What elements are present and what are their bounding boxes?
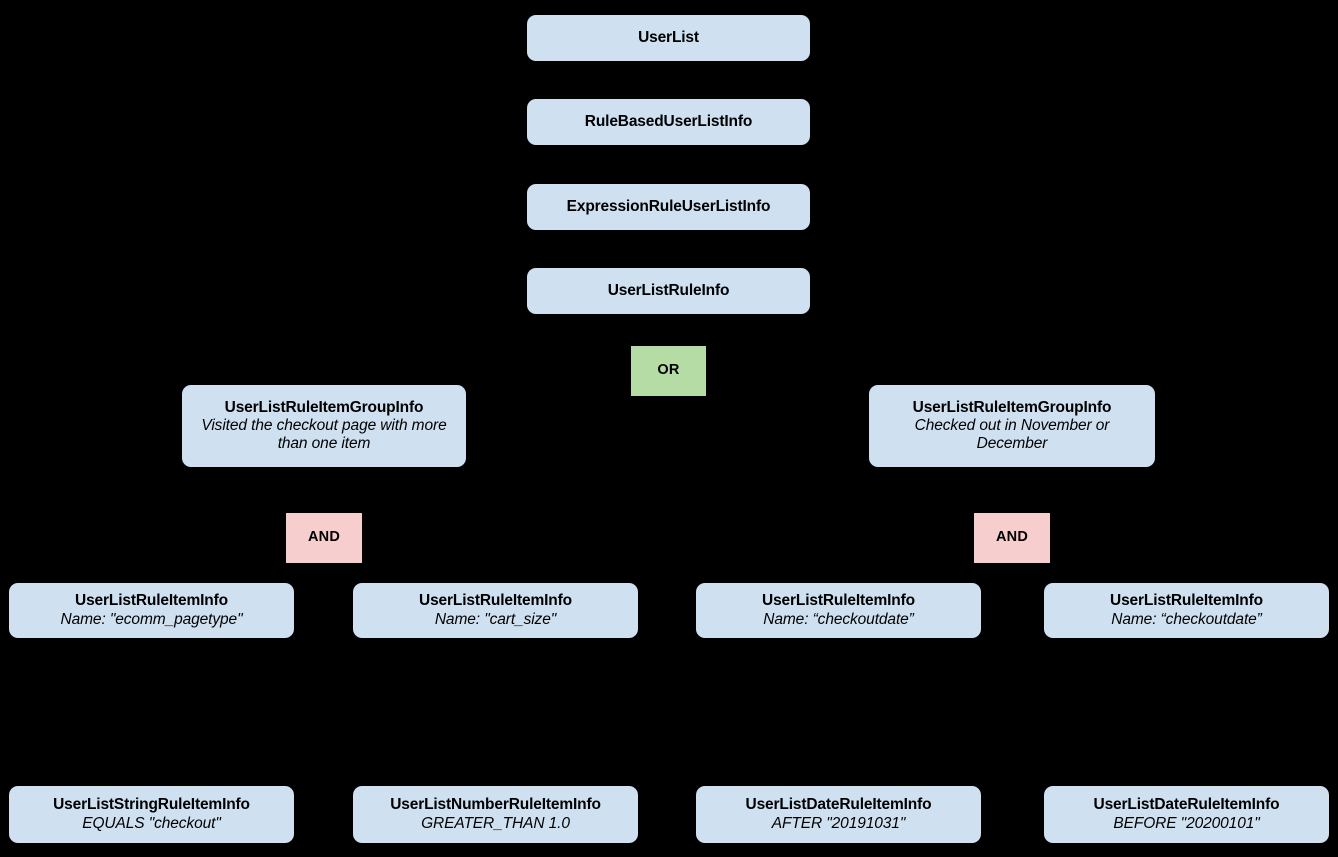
node-rule-based-user-list-info[interactable]: RuleBasedUserListInfo xyxy=(527,99,810,145)
node-title: UserListRuleItemInfo xyxy=(75,592,228,610)
node-subtitle: EQUALS "checkout" xyxy=(82,814,221,832)
operator-label: AND xyxy=(995,529,1028,546)
operator-label: AND xyxy=(307,529,340,546)
node-title: UserListRuleItemInfo xyxy=(419,592,572,610)
node-rule-item-3[interactable]: UserListRuleItemInfo Name: “checkoutdate… xyxy=(696,583,981,638)
node-title: UserListRuleInfo xyxy=(607,281,730,299)
node-subtitle: Name: "cart_size" xyxy=(434,610,557,628)
node-title: UserListRuleItemInfo xyxy=(1110,592,1263,610)
node-subtitle: Name: “checkoutdate” xyxy=(763,610,914,628)
node-title: UserListRuleItemInfo xyxy=(762,592,915,610)
node-and-operator-right[interactable]: AND xyxy=(974,513,1050,563)
operator-label: OR xyxy=(657,362,680,379)
node-title: ExpressionRuleUserListInfo xyxy=(566,197,771,215)
node-subtitle: GREATER_THAN 1.0 xyxy=(421,814,570,832)
node-leaf-number-rule-item-info[interactable]: UserListNumberRuleItemInfo GREATER_THAN … xyxy=(353,786,638,843)
node-title: RuleBasedUserListInfo xyxy=(584,112,753,130)
node-subtitle: BEFORE "20200101" xyxy=(1113,814,1260,832)
node-title: UserListDateRuleItemInfo xyxy=(745,796,932,814)
node-rule-item-2[interactable]: UserListRuleItemInfo Name: "cart_size" xyxy=(353,583,638,638)
node-rule-item-1[interactable]: UserListRuleItemInfo Name: "ecomm_pagety… xyxy=(9,583,294,638)
node-or-operator[interactable]: OR xyxy=(631,346,706,396)
node-subtitle: Checked out in November or December xyxy=(914,416,1110,453)
node-group-left[interactable]: UserListRuleItemGroupInfo Visited the ch… xyxy=(182,385,466,467)
node-user-list[interactable]: UserList xyxy=(527,15,810,61)
node-user-list-rule-info[interactable]: UserListRuleInfo xyxy=(527,268,810,314)
node-subtitle: AFTER "20191031" xyxy=(771,814,906,832)
node-subtitle: Name: "ecomm_pagetype" xyxy=(60,610,243,628)
node-subtitle: Visited the checkout page with more than… xyxy=(201,416,447,453)
node-title: UserList xyxy=(638,28,699,46)
node-rule-item-4[interactable]: UserListRuleItemInfo Name: “checkoutdate… xyxy=(1044,583,1329,638)
node-expression-rule-user-list-info[interactable]: ExpressionRuleUserListInfo xyxy=(527,184,810,230)
node-and-operator-left[interactable]: AND xyxy=(286,513,362,563)
node-group-right[interactable]: UserListRuleItemGroupInfo Checked out in… xyxy=(869,385,1155,467)
node-leaf-date-rule-item-info-after[interactable]: UserListDateRuleItemInfo AFTER "20191031… xyxy=(696,786,981,843)
node-leaf-string-rule-item-info[interactable]: UserListStringRuleItemInfo EQUALS "check… xyxy=(9,786,294,843)
node-leaf-date-rule-item-info-before[interactable]: UserListDateRuleItemInfo BEFORE "2020010… xyxy=(1044,786,1329,843)
node-title: UserListStringRuleItemInfo xyxy=(53,796,250,814)
node-title: UserListNumberRuleItemInfo xyxy=(390,796,601,814)
node-title: UserListRuleItemGroupInfo xyxy=(224,398,424,416)
node-title: UserListRuleItemGroupInfo xyxy=(912,398,1112,416)
node-title: UserListDateRuleItemInfo xyxy=(1093,796,1280,814)
node-subtitle: Name: “checkoutdate” xyxy=(1111,610,1262,628)
